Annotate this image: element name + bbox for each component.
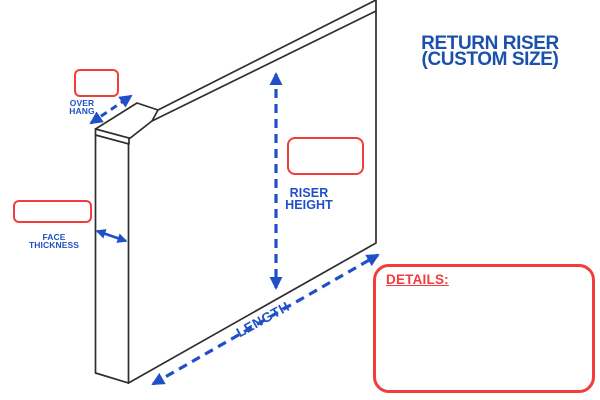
overhang-input-box[interactable] [74, 69, 119, 97]
overhang-label-line1: OVER [69, 98, 95, 108]
riser-height-input-box[interactable] [287, 137, 364, 175]
face-thickness-label: FACE THICKNESS [14, 232, 94, 250]
overhang-arrow [89, 94, 133, 125]
riser-height-label-line2: HEIGHT [285, 198, 333, 212]
face-thickness-input-box[interactable] [13, 200, 92, 223]
page-title-line2: (CUSTOM SIZE) [421, 49, 559, 70]
length-arrow [151, 253, 380, 386]
face-thickness-label-line1: FACE [42, 232, 66, 242]
page-title: RETURN RISER (CUSTOM SIZE) [390, 33, 590, 70]
overhang-label-line2: HANG [69, 106, 95, 116]
details-box[interactable]: DETAILS: [373, 264, 595, 393]
details-label: DETAILS: [386, 272, 449, 287]
page-title-line1: RETURN RISER [421, 33, 559, 54]
dimension-arrows [89, 72, 380, 386]
riser-height-label: RISER HEIGHT [277, 186, 341, 212]
overhang-label: OVER HANG [58, 98, 106, 116]
face-thickness-label-line2: THICKNESS [28, 240, 80, 250]
face-thickness-arrow [95, 229, 128, 243]
riser-height-label-line1: RISER [289, 186, 329, 200]
